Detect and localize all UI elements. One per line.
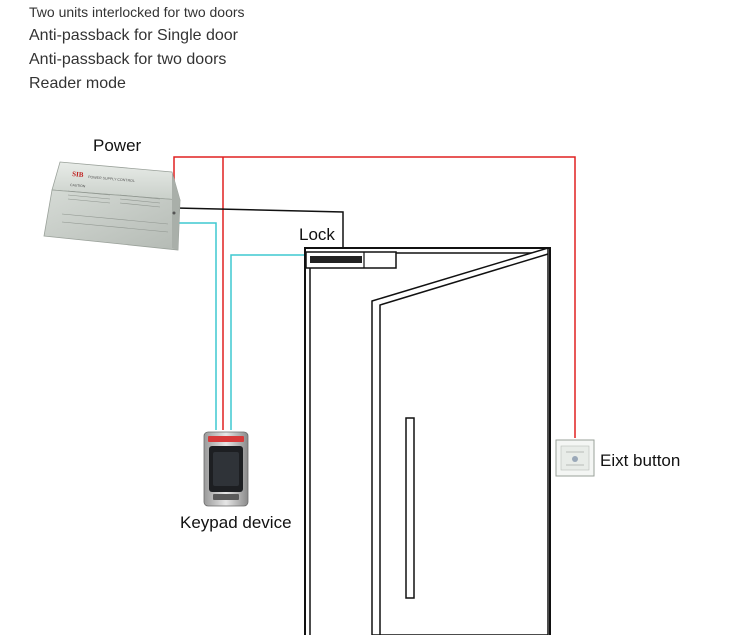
door-leaf [371, 246, 549, 635]
cyan-wire-keypad-lock [230, 254, 307, 430]
psu-caution: CAUTION [70, 183, 86, 188]
power-label: Power [93, 136, 142, 155]
mode-antipassback-single: Anti-passback for Single door [29, 27, 238, 44]
exit-button-label: Eixt button [600, 451, 680, 470]
exit-button-image [555, 439, 595, 477]
black-wire-lock [175, 207, 344, 248]
power-supply-image: SIB POWER SUPPLY CONTROL CAUTION [43, 161, 181, 251]
keypad-device-image [203, 431, 249, 507]
door-handle [405, 417, 415, 599]
cyan-wire-psu-keypad [176, 222, 217, 430]
psu-brand: SIB [72, 170, 84, 179]
psu-subtitle: POWER SUPPLY CONTROL [88, 175, 135, 183]
mode-interlock: Two units interlocked for two doors [29, 4, 245, 20]
mode-reader: Reader mode [29, 75, 126, 92]
mode-antipassback-two: Anti-passback for two doors [29, 51, 227, 68]
magnetic-lock [305, 251, 397, 269]
keypad-label: Keypad device [180, 513, 292, 532]
lock-label: Lock [299, 225, 335, 244]
